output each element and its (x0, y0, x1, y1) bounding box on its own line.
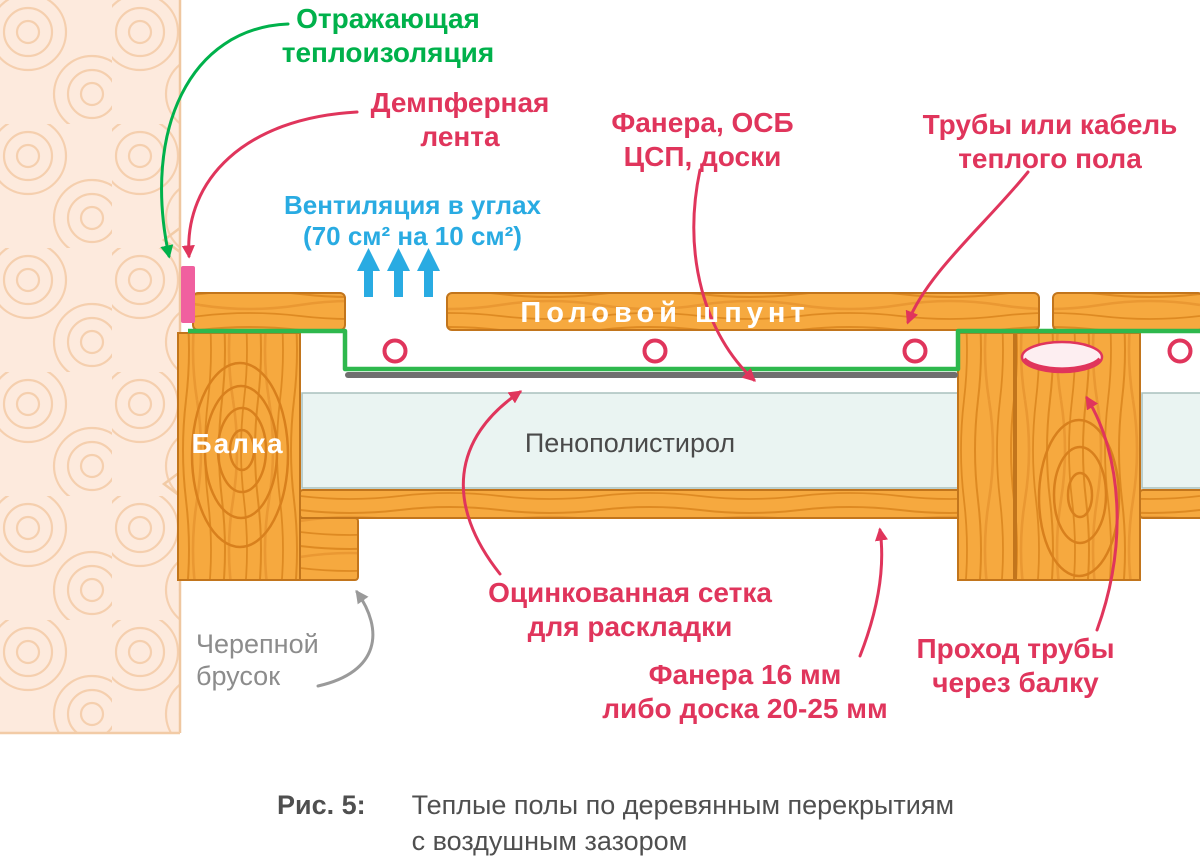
leader-plywood-bottom (858, 527, 889, 658)
leader-cranial-bar (316, 589, 375, 688)
cranial-bar-block (297, 517, 359, 581)
caption-text: Теплые полы по деревянным перекрытиям с … (411, 790, 955, 856)
label-pipes-cable: Трубы или кабель теплого пола (922, 109, 1178, 174)
wood-knot (1037, 418, 1121, 578)
wood-knot (190, 361, 290, 549)
galvanized-mesh-bar (345, 372, 958, 378)
figure-caption: Рис. 5: Теплые полы по деревянным перекр… (277, 788, 954, 859)
leader-reflective-insulation (160, 22, 290, 259)
beam-right (1015, 332, 1141, 581)
label-damper-tape: Демпферная лента (370, 87, 550, 152)
label-floor-tongue: Половой шпунт (520, 297, 810, 329)
leader-plywood-osb (692, 168, 756, 382)
ventilation-arrows (357, 248, 440, 297)
leader-galvanized-mesh (461, 390, 523, 576)
damper-tape-strip (181, 266, 195, 323)
pipe-passage-hole (1020, 340, 1104, 374)
post-right (957, 332, 1015, 581)
label-beam: Балка (191, 428, 285, 459)
leader-pipe-through-beam (1085, 395, 1119, 632)
reflective-insulation-line (188, 328, 1200, 372)
polystyrene-layer (301, 392, 1200, 489)
label-cranial-bar: Черепной брусок (196, 629, 319, 692)
log-wall (0, 0, 182, 735)
log-joint-notch (161, 227, 181, 253)
beam-left (177, 332, 301, 581)
label-ventilation: Вентиляция в углах (70 см² на 10 см²) (284, 190, 541, 252)
leader-damper-tape (181, 110, 359, 259)
heating-pipes (382, 338, 1193, 364)
figure-number: Рис. 5: (277, 790, 366, 820)
floor-boards (192, 292, 1200, 331)
label-plywood-osb: Фанера, ОСБ ЦСП, доски (611, 107, 794, 172)
label-pipe-through-beam: Проход трубы через балку (916, 633, 1115, 698)
label-plywood-bottom: Фанера 16 мм либо доска 20-25 мм (602, 659, 888, 724)
label-galvanized-mesh: Оцинкованная сетка для раскладки (488, 577, 772, 642)
label-reflective-insulation: Отражающая теплоизоляция (281, 3, 495, 68)
label-polystyrene: Пенополистирол (524, 428, 736, 458)
log-joint-notch (161, 471, 181, 497)
leader-pipes-cable (905, 170, 1030, 325)
